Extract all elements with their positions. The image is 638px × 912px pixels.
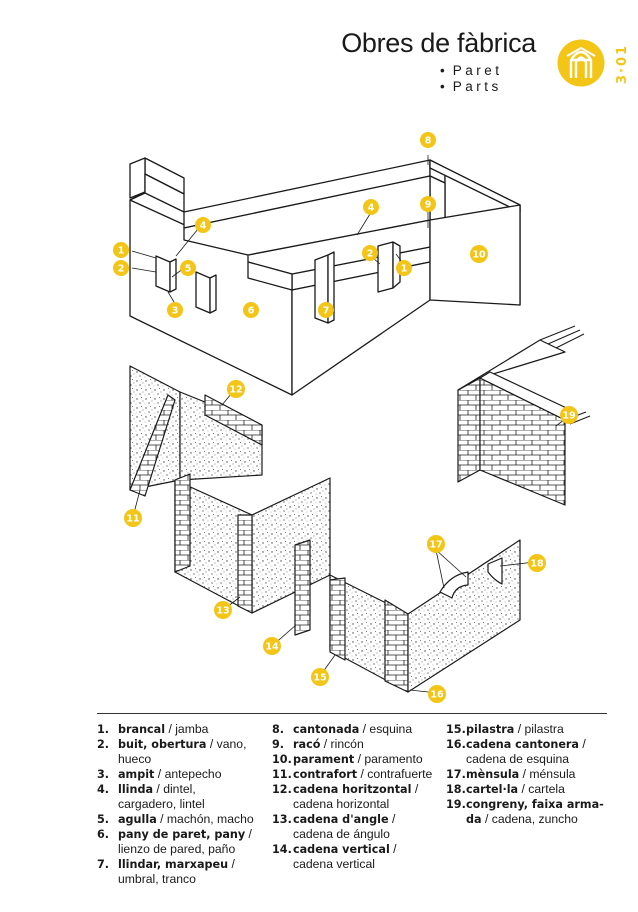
- svg-text:8: 8: [425, 136, 432, 147]
- marker-2-opening-window: 2: [113, 260, 129, 276]
- legend-item: 7.llindar, marxapeu / umbral, tranco: [97, 857, 235, 886]
- legend-item: 19.congreny, faixa arma-da / cadena, zun…: [446, 798, 604, 826]
- svg-text:19: 19: [562, 411, 575, 422]
- marker-19-bond-beam: 19: [560, 406, 578, 424]
- marker-6-wall-panel: 6: [243, 302, 259, 318]
- marker-18-bracket: 18: [528, 554, 546, 572]
- svg-text:17: 17: [429, 540, 442, 551]
- subtitle-list: Paret Parts: [440, 63, 540, 95]
- svg-text:4: 4: [200, 221, 207, 232]
- legend-item: 15.pilastra / pilastra: [446, 722, 564, 736]
- marker-10-facing: 10: [470, 245, 488, 263]
- marker-17-corbel: 17: [427, 535, 445, 553]
- marker-12-horizontal-chain: 12: [227, 380, 245, 398]
- svg-text:12: 12: [229, 385, 242, 396]
- legend-item: 4.llinda / dintel, cargadero, lintel: [97, 782, 205, 811]
- marker-8-corner: 8: [420, 132, 436, 148]
- marker-4-lintel-door: 4: [363, 199, 379, 215]
- divider: [97, 713, 607, 714]
- page-code-text: 3·01: [615, 44, 630, 84]
- svg-text:11: 11: [126, 514, 139, 525]
- legend-item: 12.cadena horitzontal / cadena horizonta…: [272, 782, 419, 811]
- legend-item: 16.cadena cantonera / cadena de esquina: [446, 737, 586, 766]
- legend-column-1: 1.brancal / jamba 2.buit, obertura / van…: [97, 722, 257, 887]
- svg-text:5: 5: [185, 264, 192, 275]
- svg-text:14: 14: [265, 642, 279, 653]
- marker-3-sill: 3: [167, 302, 183, 318]
- marker-1-jamb-door: 1: [396, 260, 412, 276]
- lower-wall: [129, 365, 536, 694]
- svg-text:10: 10: [472, 250, 486, 261]
- marker-15-pilaster: 15: [311, 668, 329, 686]
- marker-9-inside-corner: 9: [420, 196, 436, 212]
- svg-text:1: 1: [401, 264, 408, 275]
- marker-14-vertical-chain: 14: [263, 637, 281, 655]
- subtitle-item: Paret: [440, 63, 540, 79]
- svg-text:3: 3: [172, 306, 179, 317]
- legend-item: 11.contrafort / contrafuerte: [272, 767, 433, 781]
- svg-text:15: 15: [313, 673, 326, 684]
- legend-column-2: 8.cantonada / esquina 9.racó / rincón 10…: [272, 722, 437, 872]
- diagram-markers: 1 2 5 4 3 6 7 4 2 1 8 9 10 12 11 13 14 1…: [113, 132, 578, 703]
- legend-item: 13.cadena d'angle / cadena de ángulo: [272, 812, 396, 841]
- legend-item: 9.racó / rincón: [272, 737, 364, 751]
- svg-text:16: 16: [430, 690, 444, 701]
- wall-parts-diagram: 1 2 5 4 3 6 7 4 2 1 8 9 10 12 11 13 14 1…: [113, 132, 591, 703]
- legend-item: 17.mènsula / ménsula: [446, 767, 576, 781]
- legend-item: 8.cantonada / esquina: [272, 722, 413, 736]
- upper-wall: [129, 155, 521, 396]
- buttress: [129, 394, 176, 497]
- svg-text:9: 9: [425, 200, 432, 211]
- marker-11-buttress: 11: [124, 509, 142, 527]
- front-face-right: [407, 539, 521, 693]
- marker-7-threshold: 7: [318, 302, 334, 318]
- marker-13-angle-chain: 13: [214, 601, 232, 619]
- svg-text:1: 1: [118, 246, 125, 257]
- legend-item: 5.agulla / machón, macho: [97, 812, 254, 826]
- vertical-chain: [294, 539, 311, 636]
- marker-16-corner-chain: 16: [428, 685, 446, 703]
- svg-text:7: 7: [323, 306, 330, 317]
- legend-item: 2.buit, obertura / vano, hueco: [97, 737, 247, 766]
- legend-column-3: 15.pilastra / pilastra 16.cadena cantone…: [446, 722, 611, 827]
- page-code: 3·01: [615, 44, 630, 84]
- svg-text:13: 13: [216, 606, 229, 617]
- legend-item: 10.parament / paramento: [272, 752, 423, 766]
- legend-item: 1.brancal / jamba: [97, 722, 209, 736]
- svg-text:2: 2: [118, 264, 125, 275]
- legend-item: 6.pany de paret, pany / lienzo de pared,…: [97, 827, 252, 856]
- logo-icon: [557, 39, 605, 87]
- legend-item: 3.ampit / antepecho: [97, 767, 222, 781]
- svg-text:2: 2: [367, 249, 374, 260]
- svg-text:4: 4: [368, 203, 375, 214]
- subtitle-item: Parts: [440, 79, 540, 95]
- marker-4-lintel-window: 4: [195, 217, 211, 233]
- corner-chain: [384, 599, 409, 693]
- svg-text:18: 18: [530, 559, 544, 570]
- legend-item: 18.cartel·la / cartela: [446, 782, 565, 796]
- marker-5-pier: 5: [180, 260, 196, 276]
- svg-text:6: 6: [248, 306, 255, 317]
- marker-2-opening-door: 2: [362, 245, 378, 261]
- marker-1-jamb-window: 1: [113, 242, 129, 258]
- legend-item: 14.cadena vertical / cadena vertical: [272, 842, 397, 871]
- horizontal-chain: [204, 394, 263, 446]
- page-title: Obres de fàbrica: [341, 28, 536, 58]
